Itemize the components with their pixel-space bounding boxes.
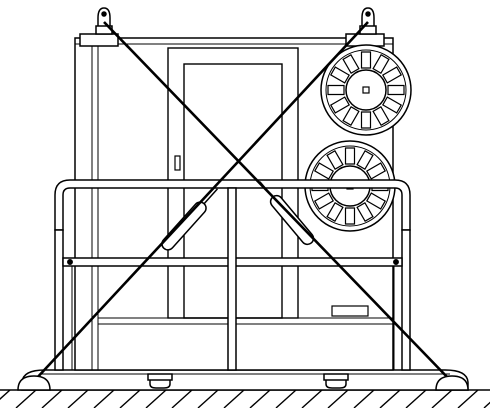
bottom-bracket — [331, 305, 369, 317]
reel-2-spoke-11 — [365, 162, 387, 180]
reel-1-spoke-10 — [372, 53, 390, 75]
reel-1-spoke-11 — [381, 66, 403, 84]
reel-1-axle-icon — [362, 86, 370, 94]
cable-reel-1 — [320, 44, 412, 136]
reel-1-spoke-5 — [329, 96, 351, 114]
base-skid — [21, 369, 469, 391]
reel-1-spoke-8 — [342, 53, 360, 75]
sling-left-to-right — [103, 21, 451, 381]
rail-post-center — [227, 187, 237, 371]
reel-2-spoke-7 — [313, 162, 335, 180]
skid-foot-right-pad — [323, 373, 349, 381]
reel-1-spoke-6 — [327, 84, 345, 96]
guard-rail — [54, 179, 411, 371]
ground-hatch-line-10 — [249, 389, 271, 408]
ground-hatch-line-7 — [171, 389, 193, 408]
ground-hatch-line-19 — [483, 401, 490, 408]
rail-post-left — [54, 229, 64, 371]
reel-2-spoke-10 — [356, 149, 374, 171]
reel-2-spoke-9 — [344, 147, 356, 165]
reel-2-spoke-1 — [365, 192, 387, 210]
ground-hatch-line-5 — [119, 389, 141, 408]
ground-hatch-line-11 — [275, 389, 297, 408]
ground-hatch-line-4 — [93, 389, 115, 408]
rail-bolt-left — [67, 259, 73, 265]
reel-1-spoke-1 — [381, 96, 403, 114]
rail-post-right — [401, 229, 411, 371]
reel-1-inner-rim — [325, 49, 407, 131]
shackle-right-pin — [365, 11, 371, 17]
strut-left — [161, 188, 219, 251]
ground-hatch-line-8 — [197, 389, 219, 408]
ground-hatch-line-13 — [327, 389, 349, 408]
lug-block-left — [79, 33, 119, 47]
door-handle-icon — [174, 155, 181, 171]
shackle-left-pin — [101, 11, 107, 17]
rigging-slings — [34, 21, 451, 381]
reel-1-spoke-4 — [342, 105, 360, 127]
reel-2-spoke-2 — [356, 201, 374, 223]
skid-foot-left-pad — [147, 373, 173, 381]
ground-hatch-line-18 — [457, 389, 479, 408]
strut-left-rod — [203, 188, 219, 205]
reel-1-spoke-2 — [372, 105, 390, 127]
ground-hatch-line-2 — [41, 389, 63, 408]
ground-hatch-line-14 — [353, 389, 375, 408]
lifting-lugs — [79, 7, 385, 47]
skid-runner — [21, 369, 469, 391]
reel-2-spoke-3 — [344, 207, 356, 225]
reel-1-spoke-3 — [360, 111, 372, 129]
cable-reels — [304, 44, 412, 232]
ground-hatch-line-9 — [223, 389, 245, 408]
ground-hatch-line-6 — [145, 389, 167, 408]
sling-right-to-left — [34, 21, 369, 381]
reel-1-spoke-7 — [329, 66, 351, 84]
ground-hatch-line-17 — [431, 389, 453, 408]
ground-hatch-line-3 — [67, 389, 89, 408]
reel-1-hub-ring — [345, 69, 387, 111]
fitting-right-icon — [435, 375, 469, 391]
ground-hatch-line-12 — [301, 389, 323, 408]
fitting-left-icon — [17, 375, 51, 391]
reel-1-spoke-0 — [387, 84, 405, 96]
ground-hatch-line-15 — [379, 389, 401, 408]
ground-hatch-line-16 — [405, 389, 427, 408]
reel-2-spoke-8 — [326, 149, 344, 171]
ground-hatching — [0, 389, 490, 408]
reel-2-spoke-5 — [313, 192, 335, 210]
rail-bolt-right — [393, 259, 399, 265]
ground-hatch-line-0 — [0, 389, 11, 400]
strut-left-body — [161, 201, 207, 251]
ground-hatch-line-1 — [15, 389, 37, 408]
sling-fittings — [17, 375, 469, 391]
reel-2-spoke-4 — [326, 201, 344, 223]
reel-1-spoke-9 — [360, 51, 372, 69]
